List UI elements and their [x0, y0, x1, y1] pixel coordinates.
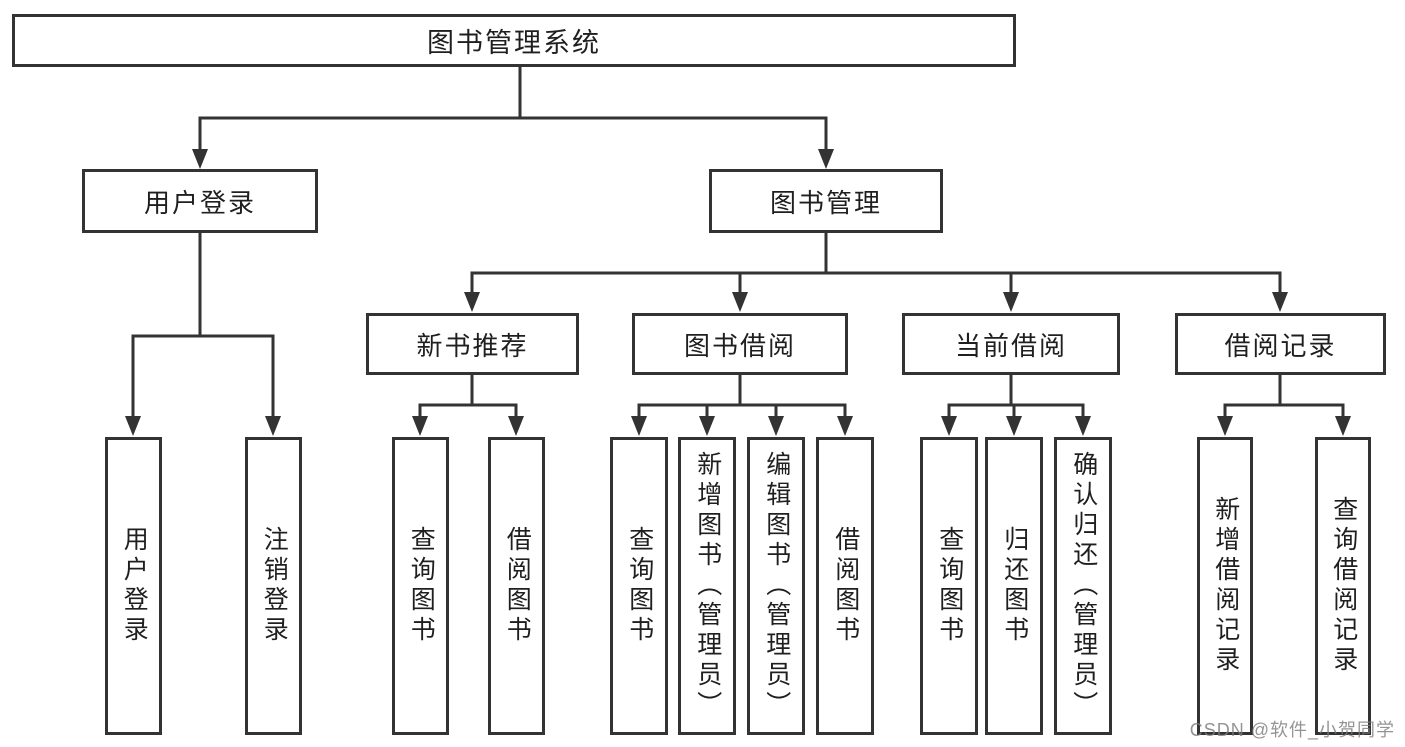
node-book-borrow: 图书借阅 — [632, 313, 848, 375]
leaf-current-query-label: 查询图书 — [935, 526, 964, 646]
csdn-watermark: CSDN @软件_小贺同学 — [1189, 720, 1395, 740]
node-book-management-label: 图书管理 — [769, 187, 882, 218]
leaf-records-add: 新增借阅记录 — [1197, 437, 1253, 735]
leaf-newbook-query-label: 查询图书 — [407, 526, 436, 646]
leaf-logout-label: 注销登录 — [260, 526, 289, 646]
node-new-book-recommend-label: 新书推荐 — [416, 330, 529, 361]
node-current-borrow: 当前借阅 — [902, 313, 1120, 375]
leaf-logout: 注销登录 — [245, 437, 302, 735]
leaf-borrow-add-admin-label: 新增图书（管理员） — [693, 451, 722, 721]
leaf-borrow-book: 借阅图书 — [816, 437, 874, 735]
node-book-management: 图书管理 — [709, 169, 943, 233]
leaf-newbook-query: 查询图书 — [392, 437, 449, 735]
leaf-borrow-query-label: 查询图书 — [625, 526, 654, 646]
node-borrow-records: 借阅记录 — [1175, 313, 1386, 375]
leaf-borrow-book-label: 借阅图书 — [831, 526, 860, 646]
leaf-records-add-label: 新增借阅记录 — [1211, 496, 1240, 676]
leaf-records-query-label: 查询借阅记录 — [1329, 496, 1358, 676]
leaf-user-login: 用户登录 — [105, 437, 162, 735]
node-user-login: 用户登录 — [82, 169, 318, 233]
leaf-newbook-borrow: 借阅图书 — [488, 437, 545, 735]
node-root-system: 图书管理系统 — [12, 14, 1016, 67]
node-borrow-records-label: 借阅记录 — [1224, 330, 1337, 361]
node-current-borrow-label: 当前借阅 — [954, 330, 1067, 361]
leaf-borrow-edit-admin-label: 编辑图书（管理员） — [762, 451, 791, 721]
leaf-current-confirm-admin: 确认归还（管理员） — [1054, 437, 1112, 735]
node-new-book-recommend: 新书推荐 — [366, 313, 579, 375]
node-root-label: 图书管理系统 — [427, 28, 601, 58]
leaf-borrow-add-admin: 新增图书（管理员） — [678, 437, 736, 735]
leaf-records-query: 查询借阅记录 — [1315, 437, 1371, 735]
node-user-login-label: 用户登录 — [143, 187, 256, 218]
leaf-borrow-edit-admin: 编辑图书（管理员） — [747, 437, 805, 735]
leaf-borrow-query: 查询图书 — [610, 437, 668, 735]
leaf-current-return-label: 归还图书 — [1000, 526, 1029, 646]
leaf-user-login-label: 用户登录 — [120, 526, 149, 646]
leaf-current-query: 查询图书 — [920, 437, 978, 735]
leaf-current-return: 归还图书 — [985, 437, 1043, 735]
node-book-borrow-label: 图书借阅 — [683, 330, 796, 361]
leaf-current-confirm-admin-label: 确认归还（管理员） — [1069, 451, 1098, 721]
arrowheads — [125, 149, 1351, 436]
leaf-newbook-borrow-label: 借阅图书 — [503, 526, 532, 646]
